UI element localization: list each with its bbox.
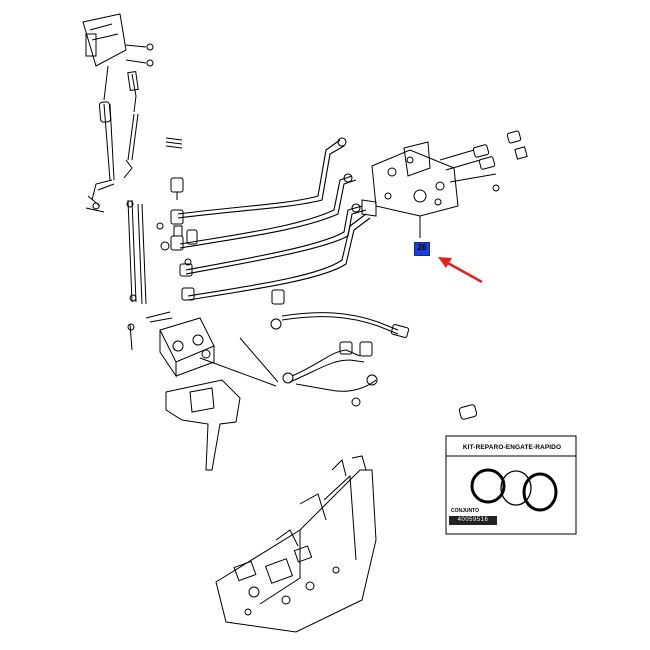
quick-coupler-valve-block xyxy=(361,141,459,238)
indicator-arrow xyxy=(438,257,483,284)
part-number-callout xyxy=(414,242,430,256)
part-number-label: 26 xyxy=(417,243,427,252)
mounting-bracket xyxy=(165,379,241,471)
lower-pipe-assembly xyxy=(199,289,410,407)
kit-part-code: 40059516 xyxy=(449,516,497,525)
lever-bracket-assembly xyxy=(82,13,154,113)
control-valve-body xyxy=(145,311,215,378)
valve-fittings xyxy=(439,130,528,192)
kit-title: KIT-REPARO-ENGATE-RAPIDO xyxy=(462,444,562,451)
linkage-rods xyxy=(126,199,147,351)
hydraulic-housing-assembly xyxy=(215,455,377,633)
control-levers xyxy=(85,101,139,213)
loose-fitting xyxy=(458,404,478,420)
hydraulic-pipes xyxy=(177,137,371,301)
repair-kit-box xyxy=(445,435,577,535)
fittings-column xyxy=(156,137,198,301)
kit-assembly-label: CONJUNTO xyxy=(451,508,479,514)
